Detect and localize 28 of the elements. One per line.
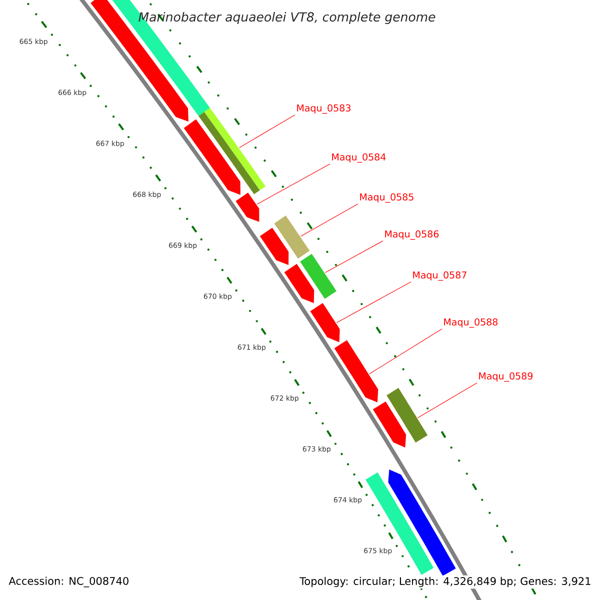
gene-feature: [366, 472, 434, 575]
gene-feature: [198, 108, 266, 194]
gene-feature: [372, 401, 406, 448]
gene-feature: [236, 192, 260, 222]
gene-feature: [310, 303, 340, 342]
gene-feature: [300, 254, 336, 299]
gene-feature: [274, 216, 310, 259]
leader-line: [418, 382, 478, 418]
gene-label: Maqu_0584: [332, 153, 386, 163]
gene-label: Maqu_0586: [385, 230, 439, 240]
footer-text: Accession: NC_008740: [7, 575, 131, 589]
leader-line: [239, 114, 296, 148]
gene-feature: [184, 119, 240, 195]
leader-line: [256, 164, 330, 205]
gene-label: Maqu_0587: [413, 271, 466, 281]
leader-line: [300, 204, 358, 237]
gene-label: Maqu_0583: [297, 104, 350, 114]
gene-label: Maqu_0589: [479, 372, 533, 382]
gene-feature: [260, 228, 289, 266]
gene-feature: [334, 340, 378, 402]
gene-label: Maqu_0588: [444, 318, 498, 328]
leader-line: [324, 240, 384, 273]
leader-line: [369, 328, 442, 374]
leader-line: [336, 282, 412, 324]
footer-text: Topology: circular; Length: 4,326,849 bp; Genes: 3,921: [298, 575, 593, 589]
gene-feature: [386, 388, 428, 443]
gene-feature: [284, 264, 314, 304]
gene-label: Maqu_0585: [360, 193, 414, 203]
